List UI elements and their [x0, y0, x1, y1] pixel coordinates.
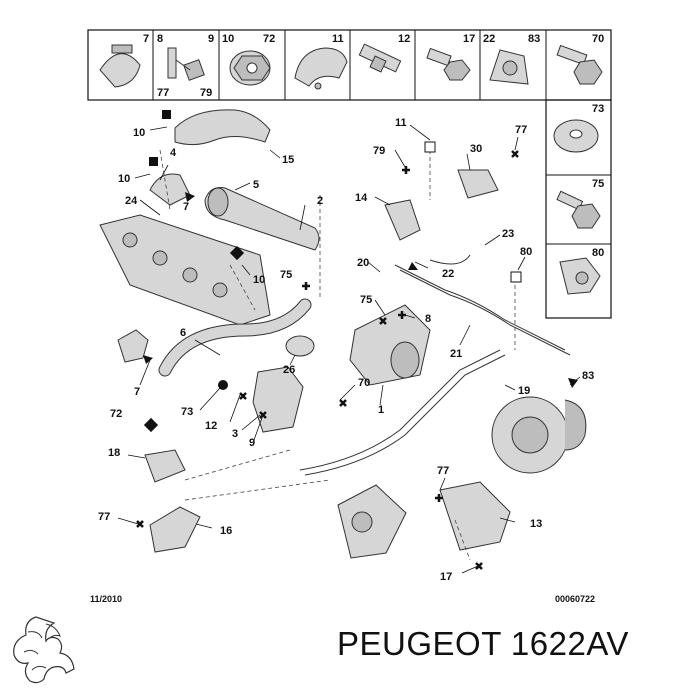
diagram-code: 00060722: [555, 594, 595, 604]
flange-nut-icon: [229, 50, 271, 86]
callout-22: 22: [442, 268, 454, 280]
callout-15: 15: [282, 154, 294, 166]
callout-10: 10: [118, 173, 130, 185]
callout-7: 7: [134, 386, 140, 398]
box6-label: 17: [463, 33, 475, 45]
callout-14: 14: [355, 192, 368, 204]
hex-bolt-icon: [426, 47, 471, 81]
side-box-73-label: 73: [592, 103, 604, 115]
box3-label-left: 10: [222, 33, 234, 45]
callout-75: 75: [360, 294, 372, 306]
screw-icon: [556, 190, 601, 229]
callout-9: 9: [249, 437, 255, 449]
box7-label-right: 83: [528, 33, 540, 45]
mount-18-part: [144, 449, 186, 483]
brand-part-number: PEUGEOT 1622AV: [337, 625, 629, 662]
callout-70: 70: [358, 377, 370, 389]
box4-label: 11: [332, 33, 344, 45]
callout-80: 80: [520, 246, 532, 258]
callout-6: 6: [180, 327, 186, 339]
spacer-stud-icon: [358, 43, 402, 73]
heat-shield-part: [174, 109, 271, 146]
box5-label: 12: [398, 33, 410, 45]
heat-shield-clip-icon: [294, 47, 348, 90]
box2-label-left: 8: [157, 33, 163, 45]
side-box-75-label: 75: [592, 178, 604, 190]
egr-elbow-part: [149, 173, 191, 206]
washer-icon: [553, 119, 599, 153]
pipe-clip-icon: [559, 257, 601, 295]
gasket-part: [285, 335, 315, 357]
vacuum-pipe-21: [394, 264, 566, 351]
box8-label: 70: [592, 33, 604, 45]
box2-label-bottom-right: 79: [200, 87, 212, 99]
callout-77: 77: [98, 511, 110, 523]
callout-26: 26: [283, 364, 295, 376]
callout-83: 83: [582, 370, 594, 382]
clamp-icon: [99, 44, 141, 88]
callout-12: 12: [205, 420, 217, 432]
callout-72: 72: [110, 408, 122, 420]
heat-shield-13-part: [439, 481, 511, 551]
pipe-support-bracket-icon: [489, 49, 529, 85]
box2-label-bottom-left: 77: [157, 87, 169, 99]
egr-valve-part: [349, 304, 431, 386]
side-box-80-label: 80: [592, 247, 604, 259]
stud-bolt-icon: [167, 47, 205, 81]
callout-11: 11: [395, 117, 407, 129]
main-assembly: [99, 109, 587, 574]
callout-2: 2: [317, 195, 323, 207]
mount-16-part: [149, 506, 201, 553]
callout-4: 4: [170, 147, 177, 159]
box1-label: 7: [143, 33, 149, 45]
header-parts-grid: 7 8 9 77 79 10 72 11 12 17 22 83 70: [87, 29, 612, 101]
callout-3: 3: [232, 428, 238, 440]
solenoid-part: [457, 169, 499, 199]
diagram-date: 11/2010: [90, 594, 122, 604]
side-parts-column: 73 75 80: [545, 99, 612, 319]
callout-7: 7: [183, 201, 189, 213]
callout-73: 73: [181, 406, 193, 418]
callout-23: 23: [502, 228, 514, 240]
box2-label-right: 9: [208, 33, 214, 45]
peugeot-lion-logo-icon: [13, 616, 75, 684]
callout-20: 20: [357, 257, 369, 269]
callout-5: 5: [253, 179, 259, 191]
pipe-19: [299, 349, 501, 471]
callout-18: 18: [108, 447, 120, 459]
callout-19: 19: [518, 385, 530, 397]
callout-24: 24: [125, 195, 138, 207]
callout-30: 30: [470, 143, 482, 155]
callout-10: 10: [133, 127, 145, 139]
sensor-part: [117, 329, 149, 363]
callout-77: 77: [437, 465, 449, 477]
callout-16: 16: [220, 525, 232, 537]
hose-23: [429, 254, 471, 265]
flange-bolt-icon: [556, 44, 603, 85]
callout-labels: 10 15 4 10 7 5 24 2 10 75 6 7 26 73 12 3…: [98, 117, 594, 583]
callout-1: 1: [378, 404, 384, 416]
callout-10: 10: [253, 274, 265, 286]
callout-77: 77: [515, 124, 527, 136]
box7-label-left: 22: [483, 33, 495, 45]
callout-17: 17: [440, 571, 452, 583]
box3-label-right: 72: [263, 33, 275, 45]
callout-79: 79: [373, 145, 385, 157]
callout-21: 21: [450, 348, 462, 360]
actuator-bracket-part: [384, 199, 421, 241]
fastener-markers: [136, 110, 578, 570]
callout-75: 75: [280, 269, 292, 281]
callout-8: 8: [425, 313, 431, 325]
callout-13: 13: [530, 518, 542, 530]
